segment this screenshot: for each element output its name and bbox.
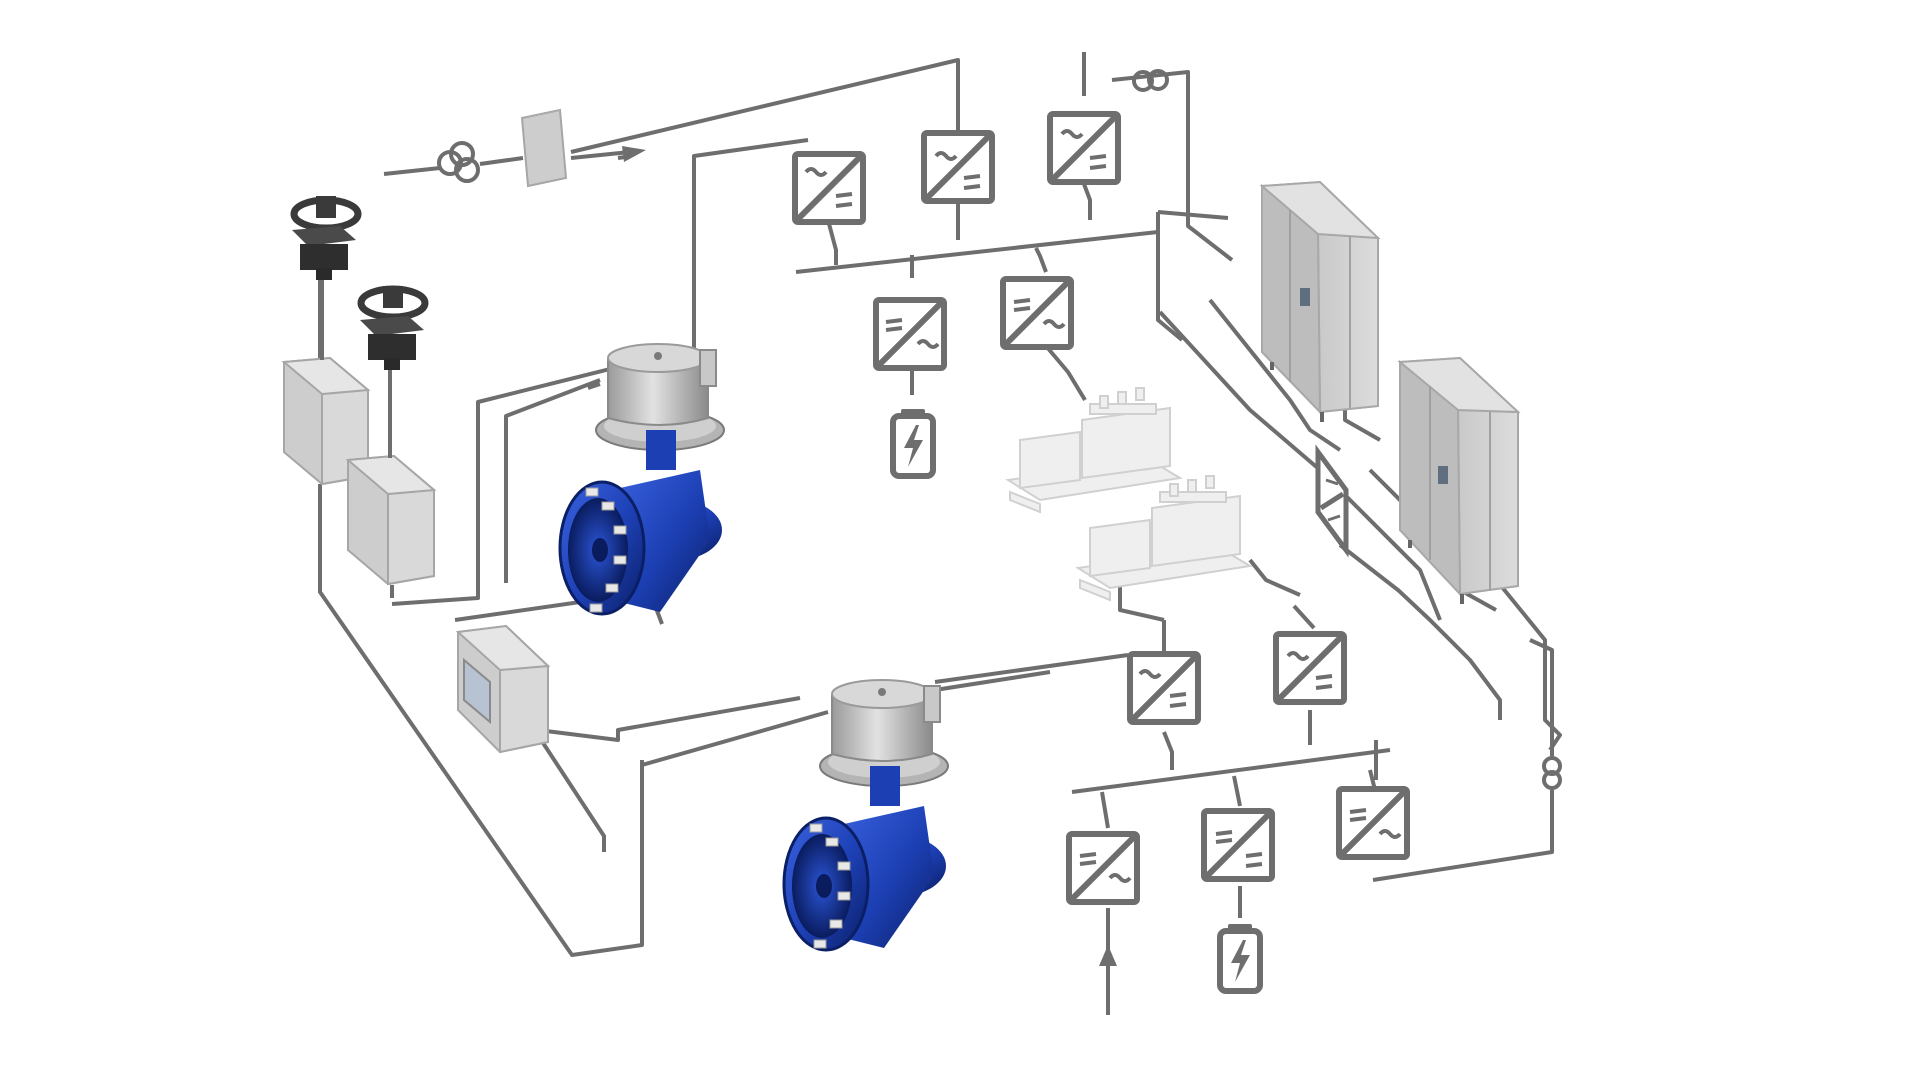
converter-symbols-lower (1079, 651, 1402, 883)
transformer-icon (1542, 756, 1562, 790)
switchboard-cabinet-icon (1259, 180, 1381, 422)
arrow-icon (617, 146, 1117, 1015)
shore-connection-box (520, 108, 570, 188)
right-feed-line (1111, 70, 1234, 262)
azimuth-thruster-icon (782, 679, 949, 952)
left-loop-line (318, 484, 829, 957)
converter-icon (876, 300, 944, 368)
control-cabinet (281, 356, 371, 486)
generator-set-icon (1075, 475, 1253, 602)
control-joystick-icon (290, 196, 362, 360)
converter-icon (1339, 789, 1407, 857)
converter-symbols (804, 129, 1107, 349)
generator-set-icon (1005, 387, 1183, 514)
battery-icon (893, 409, 933, 476)
azimuth-thruster-icon (558, 343, 725, 616)
lower-dc-bus (1071, 748, 1391, 794)
left-thruster-feed (391, 348, 687, 606)
feed-output-line (570, 150, 631, 160)
control-cabinet (345, 454, 437, 586)
converter-icon (1050, 114, 1118, 182)
converter-icon (795, 154, 863, 222)
upper-bus-line (692, 138, 809, 395)
connection-lines (318, 52, 1562, 1012)
shore-feed-line (383, 58, 960, 176)
converter-icon (1204, 811, 1272, 879)
converter-icon (1276, 634, 1344, 702)
converter-icon (924, 133, 992, 201)
converter-icon (1315, 444, 1349, 558)
converter-icon (1003, 279, 1071, 347)
switchboard-cabinet-icon (1397, 356, 1521, 604)
battery-icon (1220, 924, 1260, 991)
upper-dc-bus (795, 230, 1159, 274)
converter-icon (1130, 654, 1198, 722)
converters-lower (1069, 634, 1407, 902)
control-joystick-icon (357, 285, 429, 458)
transformer-icon (1132, 69, 1169, 92)
transformer-icon (437, 141, 480, 183)
drive-controller-cabinet (455, 624, 551, 754)
converter-icon (1069, 834, 1137, 902)
